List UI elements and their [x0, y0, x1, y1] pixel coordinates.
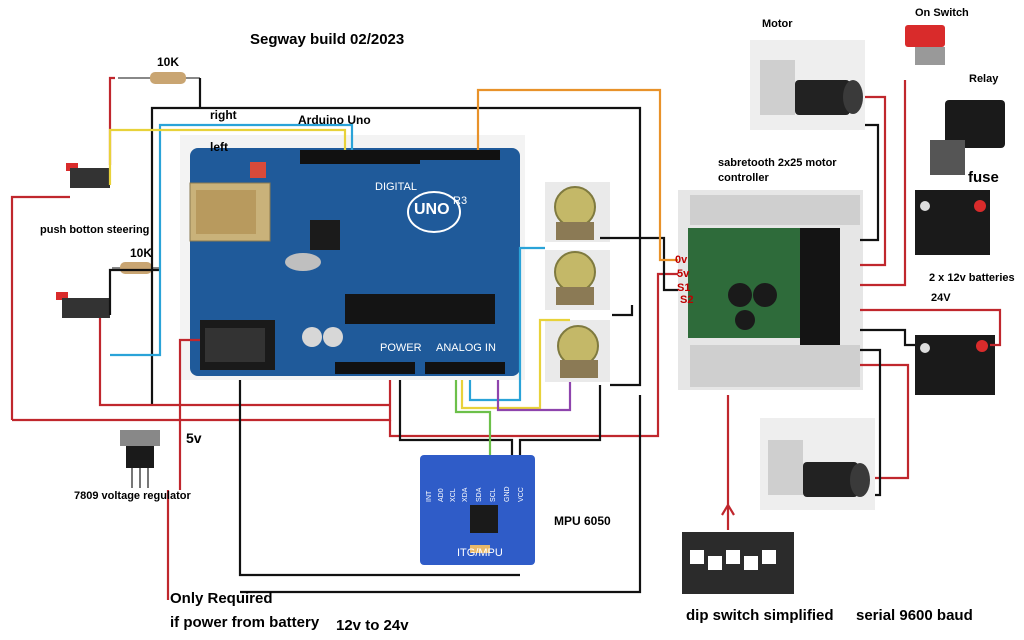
serial-label: serial 9600 baud — [856, 607, 973, 624]
dip-label: dip switch simplified — [686, 607, 834, 624]
fuse-label: fuse — [968, 169, 999, 186]
resistor-2-label: 10K — [130, 246, 153, 260]
motor-bottom — [760, 418, 875, 510]
mpu-pin-label: VCC — [518, 487, 525, 502]
switch-label: On Switch — [915, 7, 969, 19]
terminal-s2: S2 — [680, 294, 694, 306]
motor-top-label: Motor — [762, 18, 793, 30]
battery-top — [915, 190, 990, 255]
mpu-pin-label: GND — [504, 486, 511, 502]
arduino-board-text: UNO — [414, 201, 450, 218]
relay-label: Relay — [969, 73, 999, 85]
mpu-pin-label: XCL — [450, 488, 457, 502]
mpu-pin-label: SCL — [490, 488, 497, 502]
mpu-board — [420, 455, 535, 565]
motor-top — [750, 40, 865, 130]
controller-label-2: controller — [718, 172, 769, 184]
arduino-label: Arduino Uno — [298, 113, 371, 127]
on-switch — [905, 25, 945, 65]
dip-switch — [682, 532, 794, 594]
batteries-label: 2 x 12v batteries — [929, 272, 1015, 284]
push-button-left — [56, 292, 110, 318]
mpu-chip-text: ITG/MPU — [457, 547, 503, 559]
wire-left-label: left — [210, 140, 228, 154]
regulator-label: 7809 voltage regulator — [74, 490, 191, 502]
mpu-pin-label: XDA — [462, 487, 469, 502]
mpu-pin-label: INT — [426, 490, 433, 502]
five-v-label: 5v — [186, 430, 202, 446]
potentiometers — [545, 182, 610, 382]
battery-voltage-label: 24V — [931, 292, 951, 304]
note-line1: Only Required — [170, 590, 273, 607]
resistor-1 — [118, 72, 200, 84]
terminal-5v: 5v — [677, 268, 690, 280]
arduino-analog-text: ANALOG IN — [436, 342, 496, 354]
note-voltage: 12v to 24v — [336, 617, 409, 634]
analog-header — [425, 362, 505, 374]
mpu-label: MPU 6050 — [554, 514, 611, 528]
atmega-chip — [345, 294, 495, 324]
resistor-1-label: 10K — [157, 55, 180, 69]
battery-bottom — [915, 335, 995, 395]
terminal-s1: S1 — [677, 282, 691, 294]
voltage-regulator — [120, 430, 160, 488]
mpu-pin-labels: INT AD0 XCL XDA SDA SCL GND VCC — [426, 478, 536, 502]
wire-right-label: right — [210, 108, 237, 122]
push-button-right — [66, 163, 110, 188]
note-line2: if power from battery — [170, 614, 320, 631]
mpu-pin-label: SDA — [476, 487, 483, 502]
relay — [930, 100, 1005, 175]
controller-label-1: sabretooth 2x25 motor — [718, 157, 837, 169]
steering-label: push botton steering — [40, 224, 150, 236]
terminal-0v: 0v — [675, 254, 688, 266]
diagram-title: Segway build 02/2023 — [250, 31, 405, 48]
arduino-r3-text: R3 — [453, 195, 468, 207]
arduino-digital-text: DIGITAL — [375, 181, 417, 193]
arduino-board — [180, 135, 525, 380]
power-header — [335, 362, 415, 374]
wires — [10, 76, 1002, 600]
mpu-pin-label: AD0 — [438, 488, 445, 502]
arduino-power-text: POWER — [380, 342, 422, 354]
motor-controller — [678, 190, 863, 390]
